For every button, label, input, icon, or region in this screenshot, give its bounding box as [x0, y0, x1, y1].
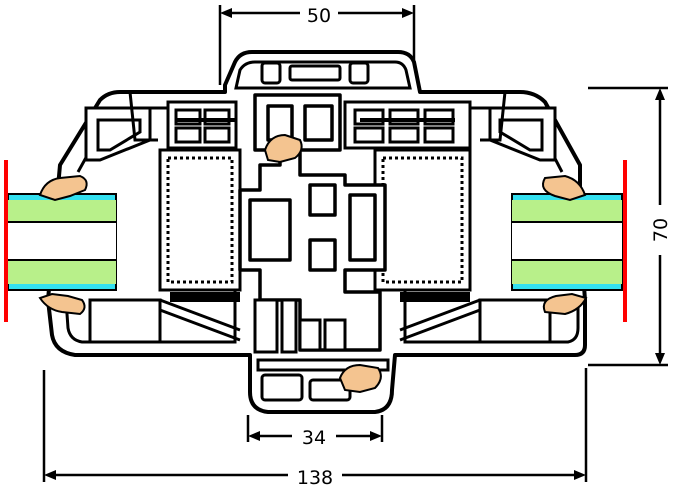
top-cap-details [260, 61, 370, 85]
dimension-top-width: 50 [307, 5, 331, 27]
dimension-overall-height: 70 [650, 218, 672, 242]
dimension-overall-width: 138 [297, 467, 333, 489]
dimension-lower-width: 34 [302, 427, 326, 449]
seal-centre-top [263, 133, 303, 164]
lower-centre-chambers [253, 298, 390, 402]
dimension-arrowheads [44, 8, 665, 480]
red-edge-lines [4, 160, 627, 322]
seal-centre-bottom [338, 363, 382, 394]
central-mullion [238, 93, 387, 352]
left-glass-pane [7, 193, 117, 291]
right-glass-pane [511, 193, 623, 291]
seal-left-top [38, 174, 88, 202]
black-gaskets [170, 118, 470, 302]
seal-left-bottom [38, 292, 86, 316]
dimension-lines [42, 5, 668, 482]
seal-right-bottom [542, 292, 588, 316]
right-sash-chambers [343, 91, 557, 292]
orange-seals [38, 133, 588, 394]
seal-right-top [542, 174, 587, 202]
lower-webs [88, 298, 552, 344]
